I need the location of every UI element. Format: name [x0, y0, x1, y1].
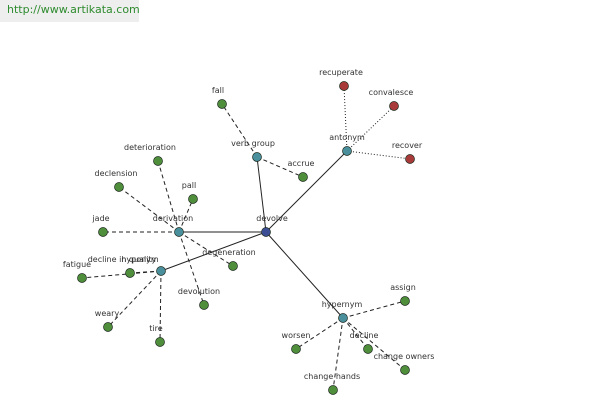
word-node-tire[interactable] [155, 337, 165, 347]
graph-edges [81, 85, 411, 391]
edge-hyponym-weary [107, 270, 162, 328]
word-label-decline-in-quality[interactable]: decline in quality [88, 255, 157, 264]
word-label-worsen[interactable]: worsen [282, 331, 311, 340]
word-node-declension[interactable] [114, 182, 124, 192]
edge-derivation-pall [178, 198, 194, 233]
word-label-fatigue[interactable]: fatigue [63, 260, 91, 269]
word-node-devolution[interactable] [199, 300, 209, 310]
word-node-decline[interactable] [363, 344, 373, 354]
word-label-accrue[interactable]: accrue [288, 159, 315, 168]
word-node-worsen[interactable] [291, 344, 301, 354]
word-node-recover[interactable] [405, 154, 415, 164]
word-label-recover[interactable]: recover [392, 141, 423, 150]
word-node-change-hands[interactable] [328, 385, 338, 395]
word-label-declension[interactable]: declension [95, 169, 138, 178]
edge-hyponym-fatigue [81, 270, 162, 279]
word-node-convalesce[interactable] [389, 101, 399, 111]
word-node-weary[interactable] [103, 322, 113, 332]
edge-hypernym-assign [342, 300, 406, 319]
relation-label-derivation[interactable]: derivation [153, 214, 193, 223]
graph-labels: devolve verb group fall accrue antonym recupe… [63, 68, 435, 381]
word-node-fall[interactable] [217, 99, 227, 109]
edge-hypernym-change-hands [332, 317, 344, 391]
word-node-recuperate[interactable] [339, 81, 349, 91]
relation-label-hyponym[interactable]: hyponym [121, 255, 159, 264]
word-label-decline[interactable]: decline [350, 331, 379, 340]
edge-antonym-recuperate [343, 85, 348, 152]
word-label-tire[interactable]: tire [149, 324, 162, 333]
relation-label-antonym[interactable]: antonym [329, 133, 365, 142]
word-label-change-owners[interactable]: change owners [374, 352, 435, 361]
word-label-devolution[interactable]: devolution [178, 287, 220, 296]
edge-derivation-declension [118, 186, 180, 233]
edge-hyponym-tire [159, 270, 162, 343]
edge-derivation-degeneration [178, 231, 234, 267]
edge-devolve-hypernym [265, 231, 344, 319]
word-label-weary[interactable]: weary [95, 309, 120, 318]
relation-node-hypernym[interactable] [338, 313, 348, 323]
word-node-fatigue[interactable] [77, 273, 87, 283]
edge-derivation-deterioration [157, 160, 180, 233]
word-label-fall[interactable]: fall [212, 86, 224, 95]
graph-nodes [77, 81, 415, 395]
word-node-deterioration[interactable] [153, 156, 163, 166]
word-label-convalesce[interactable]: convalesce [369, 88, 414, 97]
edge-hyponym-decline-in-quality [129, 270, 162, 274]
word-node-pall[interactable] [188, 194, 198, 204]
word-node-assign[interactable] [400, 296, 410, 306]
word-node-degeneration[interactable] [228, 261, 238, 271]
edge-devolve-verb-group [256, 156, 267, 233]
relation-label-hypernym[interactable]: hypernym [322, 300, 363, 309]
edge-verb-group-accrue [256, 156, 304, 178]
word-label-pall[interactable]: pall [182, 181, 196, 190]
relation-node-verb-group[interactable] [252, 152, 262, 162]
edge-derivation-devolution [178, 231, 205, 306]
relation-node-derivation[interactable] [174, 227, 184, 237]
artikata-watermark: http://www.artikata.com [0, 0, 140, 22]
edge-antonym-recover [346, 150, 411, 160]
word-node-decline-in-quality[interactable] [125, 268, 135, 278]
word-node-accrue[interactable] [298, 172, 308, 182]
center-node-devolve[interactable] [261, 227, 271, 237]
word-label-change-hands[interactable]: change hands [304, 372, 360, 381]
center-label[interactable]: devolve [256, 214, 288, 223]
edge-verb-group-fall [221, 103, 258, 158]
word-label-deterioration[interactable]: deterioration [124, 143, 176, 152]
relation-node-hyponym[interactable] [156, 266, 166, 276]
relation-node-antonym[interactable] [342, 146, 352, 156]
watermark-url[interactable]: http://www.artikata.com [7, 3, 140, 16]
word-node-jade[interactable] [98, 227, 108, 237]
edge-devolve-antonym [265, 150, 348, 233]
edge-hypernym-worsen [295, 317, 344, 350]
edge-hypernym-change-owners [342, 317, 406, 371]
relation-label-verb-group[interactable]: verb group [231, 139, 275, 148]
edge-devolve-hyponym [160, 231, 267, 272]
word-label-recuperate[interactable]: recuperate [319, 68, 363, 77]
word-label-assign[interactable]: assign [390, 283, 416, 292]
word-label-jade[interactable]: jade [91, 214, 109, 223]
word-node-change-owners[interactable] [400, 365, 410, 375]
word-label-degeneration[interactable]: degeneration [202, 248, 256, 257]
edge-antonym-convalesce [346, 105, 395, 152]
